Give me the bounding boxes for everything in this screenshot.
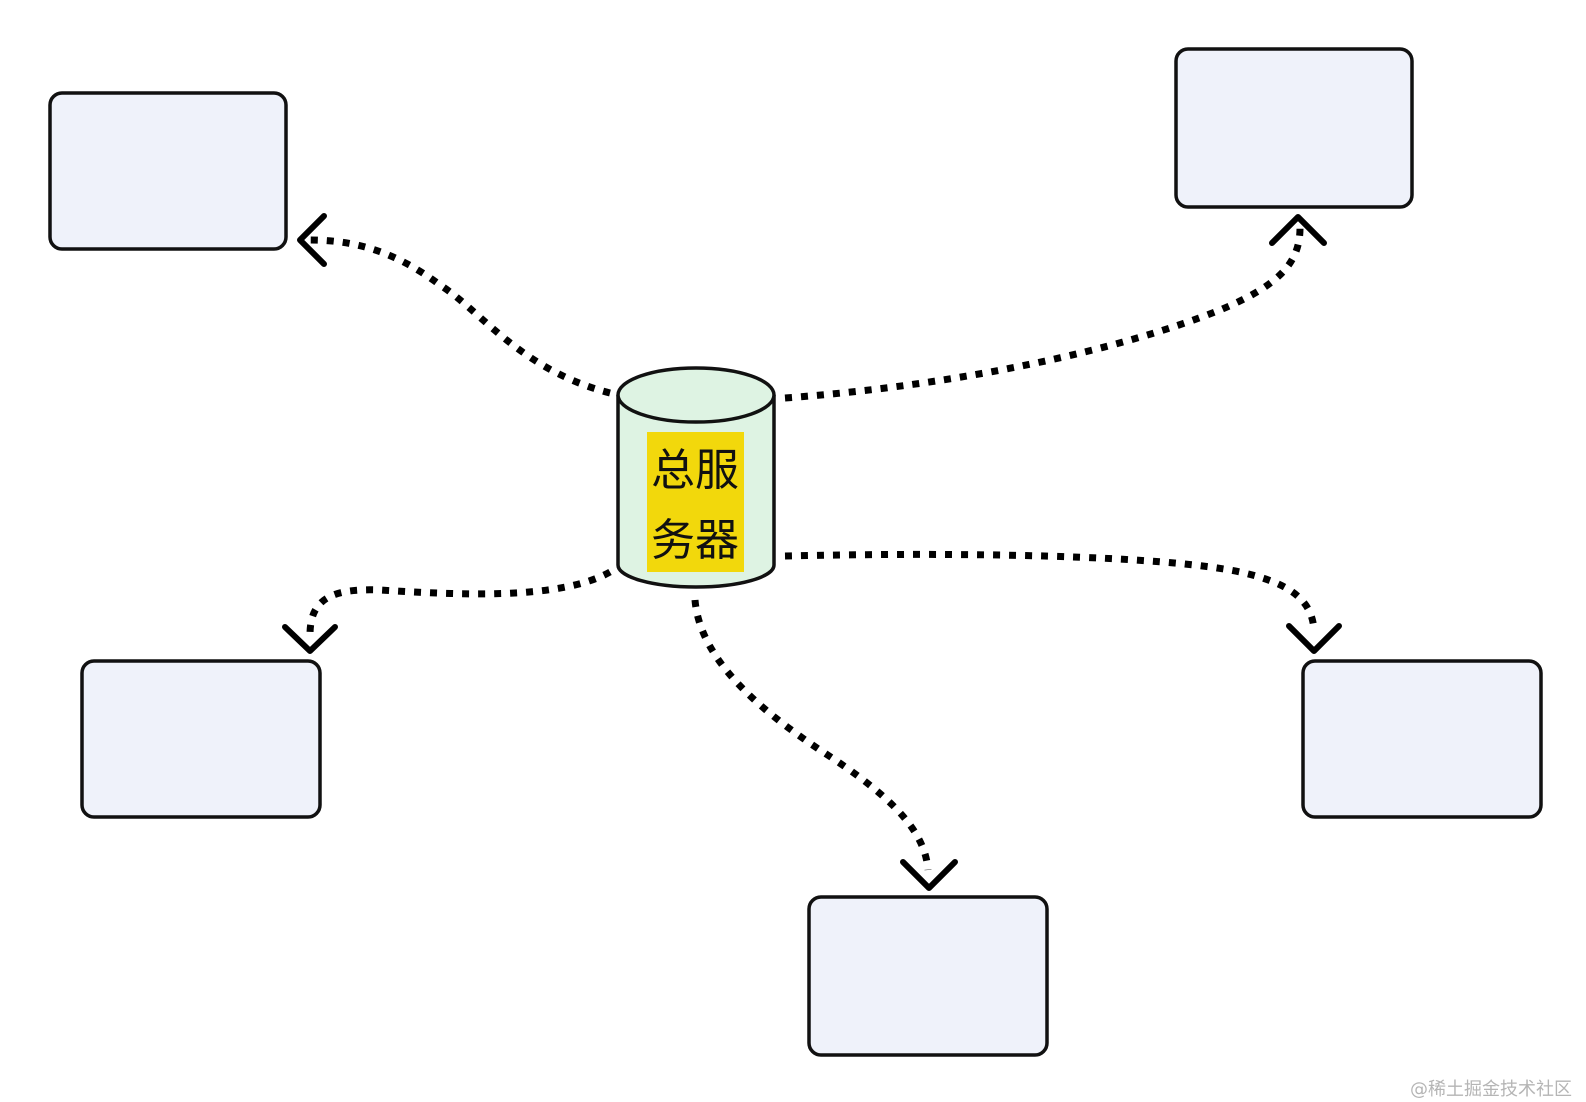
arrowhead-bottom-left <box>282 624 338 654</box>
edge-to-bottom-left <box>306 568 612 636</box>
client-box-top-right <box>1174 47 1414 209</box>
arrowhead-top-right <box>1269 214 1327 246</box>
arrowhead-bottom-center <box>900 859 958 891</box>
server-label-line2: 务器 <box>651 515 739 566</box>
server-cylinder-top <box>616 366 776 424</box>
server-cylinder: 总服 务器 <box>616 366 776 589</box>
server-label-line1: 总服 <box>651 445 739 496</box>
server-label-highlight <box>647 432 744 572</box>
edge-to-top-left <box>309 236 611 397</box>
arrowhead-bottom-right <box>1286 623 1342 654</box>
client-box-bottom-right <box>1301 659 1543 819</box>
watermark: @稀土掘金技术社区 <box>1410 1079 1572 1100</box>
edge-to-bottom-right <box>784 550 1318 631</box>
client-box-bottom-center <box>807 895 1049 1057</box>
edge-to-bottom-center <box>691 599 932 871</box>
edge-to-top-right <box>784 227 1304 402</box>
client-box-top-left <box>48 91 288 251</box>
client-box-bottom-left <box>80 659 322 819</box>
arrowhead-top-left <box>297 213 327 267</box>
